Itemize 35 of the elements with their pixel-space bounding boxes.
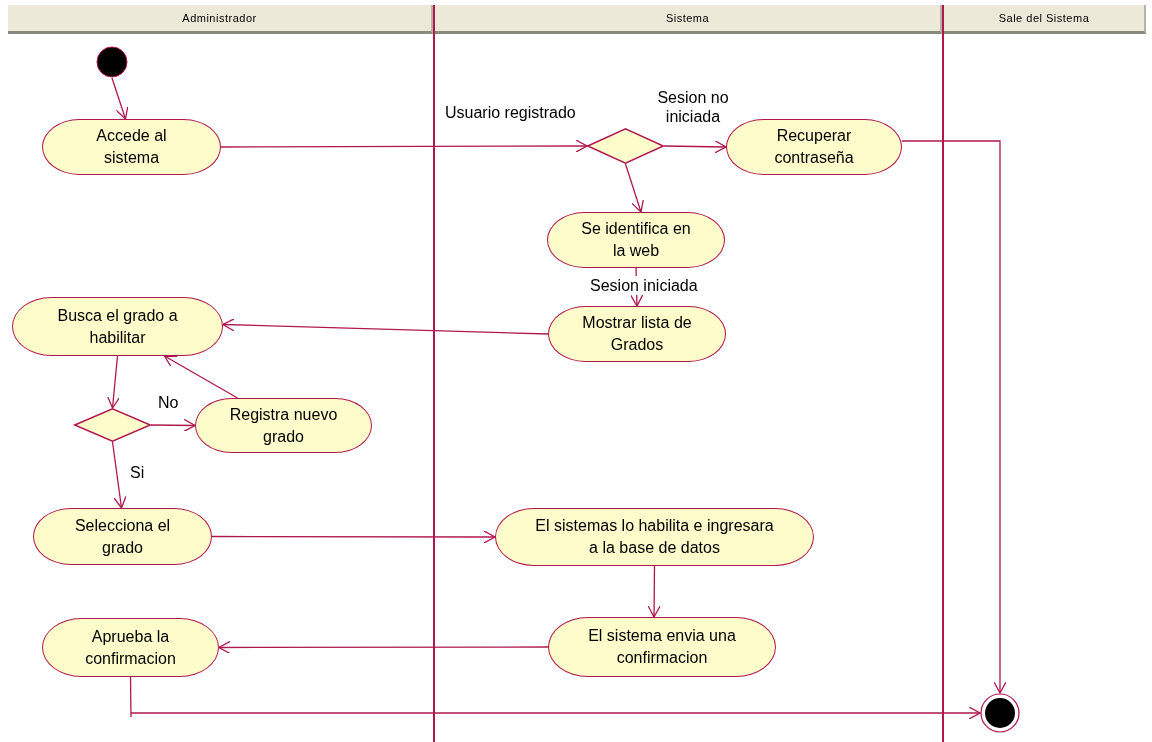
decision-diamond bbox=[74, 408, 151, 442]
start-node bbox=[96, 46, 128, 78]
action-state: Selecciona el grado bbox=[33, 508, 212, 565]
action-state: Registra nuevo grado bbox=[195, 398, 372, 453]
arrow bbox=[106, 355, 121, 409]
arrow bbox=[150, 418, 196, 432]
arrow bbox=[222, 318, 549, 335]
arrow bbox=[901, 140, 1007, 694]
swimlane bbox=[8, 5, 435, 742]
action-state: Busca el grado a habilitar bbox=[12, 297, 223, 356]
action-state: El sistema envia una confirmacion bbox=[548, 617, 776, 677]
arrow bbox=[211, 530, 496, 544]
lane-header: Administrador bbox=[8, 5, 433, 34]
swimlane bbox=[435, 5, 944, 742]
arrow bbox=[163, 355, 239, 399]
action-state: Mostrar lista de Grados bbox=[548, 306, 726, 362]
action-state: Aprueba la confirmacion bbox=[42, 618, 219, 677]
arrow bbox=[647, 565, 661, 618]
arrow bbox=[220, 139, 588, 153]
edge-label: Sesion iniciada bbox=[590, 276, 698, 295]
lane-header: Sistema bbox=[435, 5, 942, 34]
edge-label: Usuario registrado bbox=[445, 103, 576, 122]
arrow bbox=[129, 676, 981, 720]
action-state: Recuperar contraseña bbox=[726, 119, 902, 175]
action-state: El sistemas lo habilita e ingresara a la base de datos bbox=[495, 508, 814, 566]
arrow bbox=[111, 77, 129, 120]
arrow bbox=[111, 441, 127, 509]
arrow bbox=[218, 640, 549, 655]
decision-diamond bbox=[587, 128, 664, 164]
end-node bbox=[980, 693, 1020, 733]
arrow bbox=[663, 140, 727, 154]
lane-header: Sale del Sistema bbox=[944, 5, 1146, 34]
action-state: Accede al sistema bbox=[42, 119, 221, 175]
action-state: Se identifica en la web bbox=[547, 212, 725, 268]
arrow bbox=[624, 163, 644, 213]
